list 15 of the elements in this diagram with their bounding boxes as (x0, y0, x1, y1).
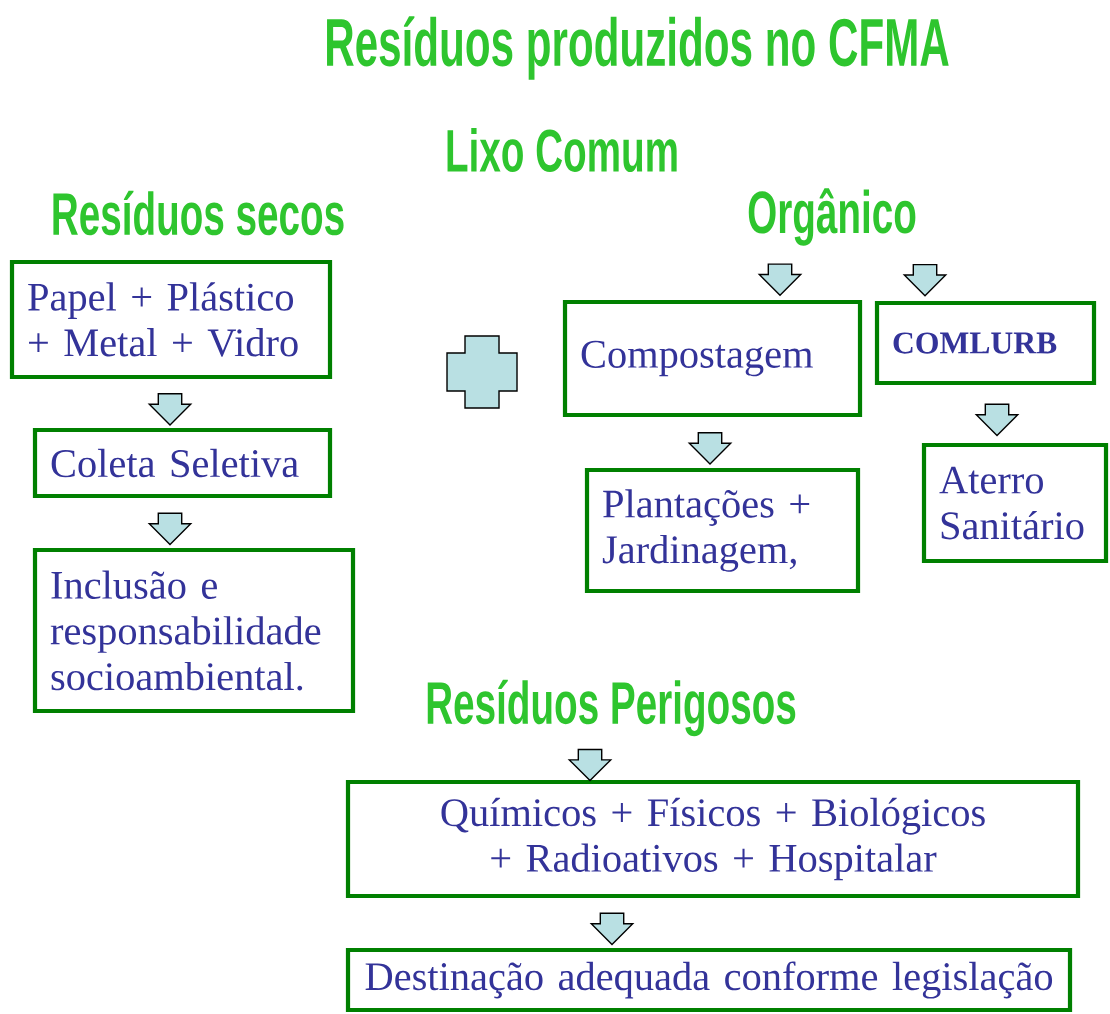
title: Resíduos produzidos no CFMA (327, 16, 949, 80)
text-box: Inclusão e responsabilidade socioambiental. (32, 547, 356, 714)
heading: Lixo Comum (447, 128, 677, 172)
text-box: COMLURB (874, 300, 1097, 386)
text-box: Plantações + Jardinagem, (584, 467, 861, 594)
text-box: Coleta Seletiva (32, 427, 333, 499)
text-box: Destinação adequada conforme legislação (345, 947, 1073, 1013)
plus-symbol (446, 335, 518, 409)
heading: Resíduos secos (53, 190, 344, 236)
text-box: Compostagem (562, 299, 863, 418)
text-box: Químicos + Físicos + Biológicos + Radioativos + Hospitalar (345, 779, 1081, 899)
text-box: Papel + Plástico + Metal + Vidro (9, 259, 333, 380)
text-box: Aterro Sanitário (921, 442, 1109, 564)
heading: Resíduos Perigosos (427, 679, 796, 737)
heading: Orgânico (748, 188, 916, 246)
